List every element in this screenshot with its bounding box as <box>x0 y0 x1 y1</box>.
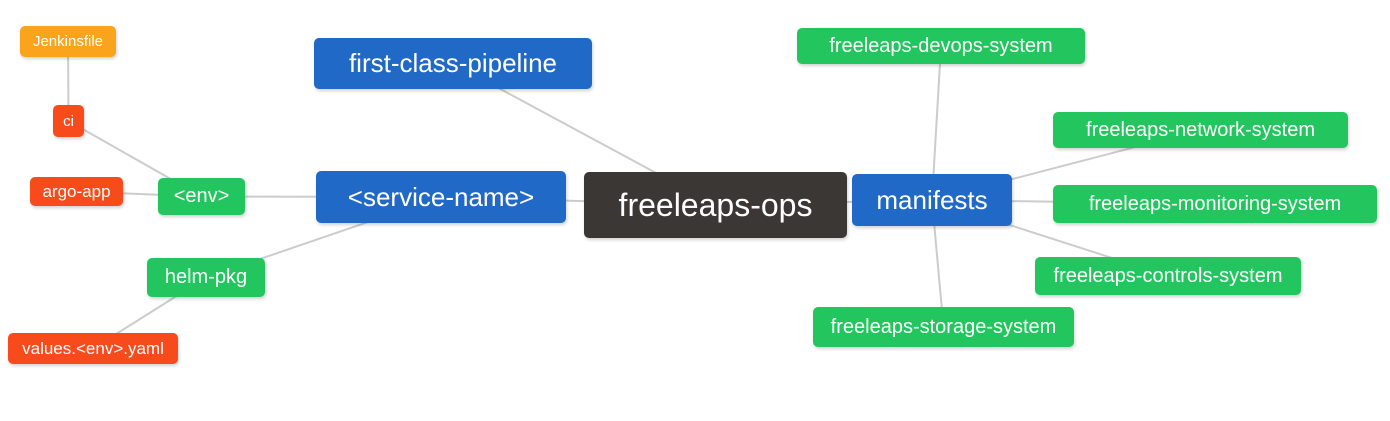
node-values-env-yaml[interactable]: values.<env>.yaml <box>8 333 178 364</box>
node-label: freeleaps-storage-system <box>830 315 1057 338</box>
node-label: freeleaps-devops-system <box>829 34 1053 57</box>
node-label: manifests <box>876 184 988 215</box>
node-label: helm-pkg <box>164 266 248 288</box>
node-label: values.<env>.yaml <box>22 338 164 358</box>
node-label: freeleaps-network-system <box>1086 118 1315 141</box>
node-jenkinsfile[interactable]: Jenkinsfile <box>20 26 116 57</box>
node-freeleaps-network-system[interactable]: freeleaps-network-system <box>1053 112 1348 148</box>
node-label: freeleaps-ops <box>618 186 813 223</box>
node-label: freeleaps-monitoring-system <box>1088 192 1342 215</box>
node-service-name[interactable]: <service-name> <box>316 171 566 223</box>
node-argo-app[interactable]: argo-app <box>30 177 123 206</box>
node-freeleaps-ops[interactable]: freeleaps-ops <box>584 172 847 238</box>
node-label: ci <box>63 112 74 130</box>
node-freeleaps-devops-system[interactable]: freeleaps-devops-system <box>797 28 1085 64</box>
node-manifests[interactable]: manifests <box>852 174 1012 226</box>
node-label: <env> <box>173 185 230 207</box>
node-first-class-pipeline[interactable]: first-class-pipeline <box>314 38 592 89</box>
node-label: freeleaps-controls-system <box>1053 264 1283 287</box>
node-ci[interactable]: ci <box>53 105 84 137</box>
node-freeleaps-controls-system[interactable]: freeleaps-controls-system <box>1035 257 1301 295</box>
node-label: <service-name> <box>347 181 535 212</box>
node-label: first-class-pipeline <box>348 48 558 78</box>
node-helm-pkg[interactable]: helm-pkg <box>147 258 265 297</box>
node-label: argo-app <box>42 181 111 201</box>
node-label: Jenkinsfile <box>32 33 104 50</box>
node-freeleaps-storage-system[interactable]: freeleaps-storage-system <box>813 307 1074 347</box>
node-env[interactable]: <env> <box>158 178 245 215</box>
node-freeleaps-monitoring-system[interactable]: freeleaps-monitoring-system <box>1053 185 1377 223</box>
